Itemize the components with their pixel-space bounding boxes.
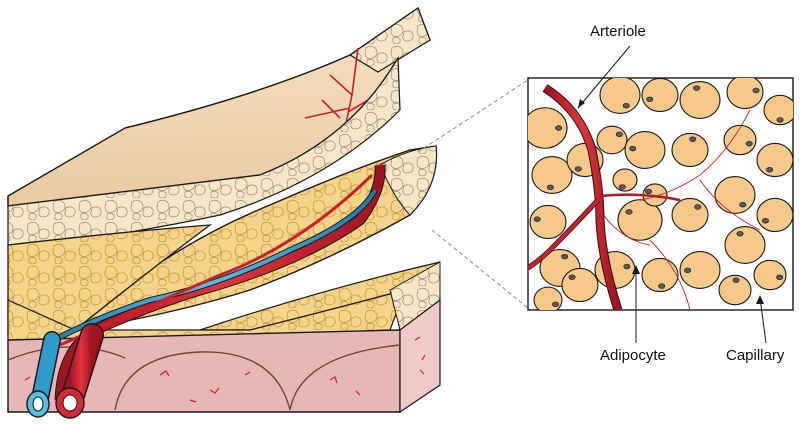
inset-vessels: [528, 84, 761, 310]
adipocyte-cell: [612, 168, 638, 192]
adipocyte-cell: [599, 78, 641, 114]
adipocyte-arrowhead: [632, 265, 640, 274]
adipocyte-nucleus: [646, 96, 654, 103]
adipocyte-cell: [641, 257, 679, 293]
adipocyte-cell: [756, 142, 793, 178]
adipocyte-label: Adipocyte: [600, 347, 666, 364]
adipocyte-nucleus: [533, 216, 541, 222]
magnified-inset: [527, 77, 794, 311]
adipocyte-cell: [596, 125, 628, 155]
adipocyte-nucleus: [776, 274, 784, 281]
adipocyte-nucleus: [546, 184, 554, 190]
adipocyte-nucleus: [689, 136, 697, 142]
adipocyte-nucleus: [555, 125, 563, 131]
capillary-label: Capillary: [726, 347, 785, 364]
adipocyte-nucleus: [568, 274, 576, 280]
adipocyte-cell: [561, 267, 599, 303]
adipocyte-nucleus: [658, 283, 666, 289]
fat-layer: [7, 224, 441, 346]
adipocyte-cell: [641, 78, 679, 113]
adipocyte-cell: [671, 132, 709, 168]
adipocyte-nucleus: [693, 85, 701, 91]
arteriole-arrowhead: [578, 99, 585, 108]
arteriole-label: Arteriole: [590, 23, 646, 40]
adipocyte-cell: [624, 131, 666, 169]
arteriole-pointer: [577, 45, 631, 109]
adipocyte-nucleus: [694, 204, 702, 210]
adipocyte-cell: [724, 226, 766, 264]
labels: Arteriole Adipocyte Capillary: [577, 23, 785, 364]
adipocyte-nucleus: [629, 145, 637, 152]
adipocyte-nucleus: [752, 87, 760, 94]
adipocyte-nucleus: [736, 230, 744, 237]
adipocyte-cell: [718, 274, 752, 306]
adipocyte-nucleus: [623, 263, 631, 270]
adipocyte-nucleus: [622, 102, 630, 109]
adipocyte-nucleus: [745, 140, 753, 147]
adipocyte-nucleus: [776, 117, 784, 123]
adipocyte-cell: [753, 259, 787, 291]
adipocyte-nucleus: [766, 167, 774, 173]
adipocyte-nucleus: [552, 301, 560, 308]
adipocyte-nucleus: [561, 253, 569, 260]
adipocyte-cell: [533, 286, 563, 310]
adipocyte-cell: [723, 124, 757, 156]
adipocyte-nucleus: [684, 267, 692, 273]
adipocyte-nucleus: [615, 131, 623, 137]
adipocyte-nucleus: [574, 166, 582, 172]
adipocyte-nucleus: [625, 209, 633, 215]
muscle-layer: [7, 298, 441, 414]
adipocyte-cell: [679, 81, 721, 119]
adipocyte-nucleus: [618, 184, 626, 190]
adipocyte-cell: [671, 197, 709, 233]
adipocyte-cell: [679, 251, 721, 289]
adipocyte-cell: [529, 204, 567, 240]
adipocyte-cells: [528, 78, 793, 310]
adipocyte-cell: [763, 94, 793, 126]
capillary-pointer: [759, 297, 767, 344]
zoom-lines: [417, 79, 529, 309]
adipocyte-nucleus: [739, 202, 747, 208]
adipocyte-cell: [531, 156, 573, 194]
skin-layer: [7, 6, 431, 207]
adipocyte-cell: [714, 176, 756, 214]
tissue-block: [7, 6, 441, 419]
blood-vessels: [26, 164, 386, 419]
adipocyte-cell: [528, 107, 568, 149]
adipocyte-nucleus: [732, 277, 740, 283]
adipocyte-cell: [756, 197, 793, 233]
fat-lobe: [72, 145, 438, 332]
adipocyte-nucleus: [761, 218, 769, 224]
capillary-arrowhead: [756, 295, 764, 304]
adipocyte-nucleus: [644, 188, 652, 195]
adipocyte-cell: [726, 78, 764, 110]
